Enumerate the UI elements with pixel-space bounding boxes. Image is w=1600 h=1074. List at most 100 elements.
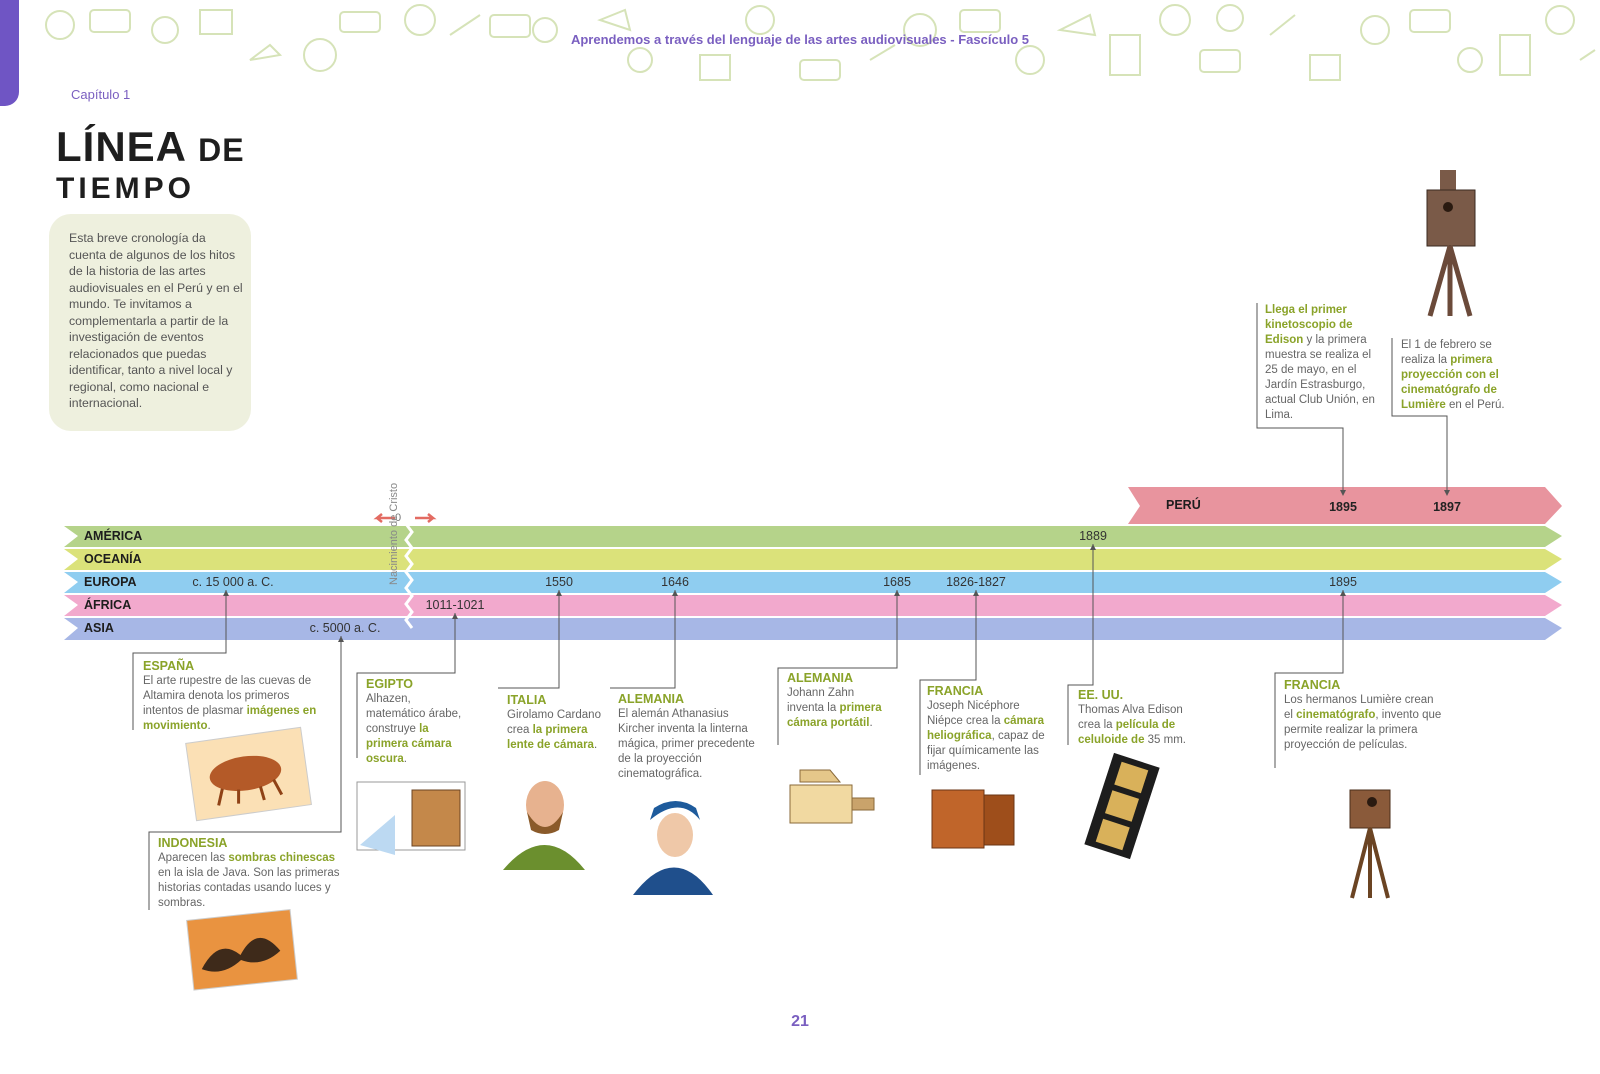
event-italia-highlight: la primera lente de cámara <box>507 724 594 751</box>
camera-obscura-image <box>356 781 466 855</box>
connector-peru1 <box>1256 303 1344 495</box>
cinematograph-top-image <box>1426 170 1476 317</box>
header-doodle-background <box>45 4 1596 81</box>
event-peru2-end: en el Perú. <box>1445 399 1505 411</box>
band-america <box>64 526 1562 547</box>
event-italia-country: ITALIA <box>507 693 547 707</box>
cave-painting-image <box>185 726 312 822</box>
era-arrow-left-icon <box>373 513 395 523</box>
page-title: LÍNEA DE TIEMPO <box>56 126 245 204</box>
event-egipto: EGIPTO Alhazen, matemático árabe, constr… <box>366 677 466 767</box>
event-italia: ITALIA Girolamo Cardano crea la primera … <box>507 693 607 753</box>
event-italia-end: . <box>593 739 598 751</box>
event-espana: ESPAÑA El arte rupestre de las cuevas de… <box>143 659 328 734</box>
cardano-portrait-image <box>503 781 585 870</box>
intro-text: Esta breve cronología da cuenta de algun… <box>69 231 243 410</box>
date-italia: 1550 <box>545 575 573 589</box>
event-francia2: FRANCIA Los hermanos Lumière crean el ci… <box>1284 678 1444 753</box>
row-label-europa: EUROPA <box>84 575 137 589</box>
intro-box: Esta breve cronología da cuenta de algun… <box>49 214 251 431</box>
band-europa <box>64 572 1562 593</box>
event-alemania2-text: Johann Zahn inventa la <box>787 687 855 714</box>
event-francia1: FRANCIA Joseph Nicéphore Niépce crea la … <box>927 684 1057 774</box>
event-peru2: El 1 de febrero se realiza la primera pr… <box>1401 338 1516 413</box>
row-label-america: AMÉRICA <box>84 529 143 543</box>
band-asia <box>64 618 1562 640</box>
era-label: Nacimiento de Cristo <box>388 482 400 585</box>
connector-indonesia <box>148 636 342 910</box>
row-label-asia: ASIA <box>84 621 114 635</box>
title-line1: LÍNEA <box>56 123 186 170</box>
title-line2: TIEMPO <box>56 172 196 205</box>
connector-espana <box>132 590 227 730</box>
band-peru <box>1128 487 1562 524</box>
kircher-portrait-image <box>633 801 713 895</box>
event-egipto-country: EGIPTO <box>366 677 414 691</box>
event-alemania2-country: ALEMANIA <box>787 671 853 685</box>
event-francia1-end: , capaz de fijar químicamente las imágen… <box>927 730 1045 772</box>
event-alemania2: ALEMANIA Johann Zahn inventa la primera … <box>787 671 892 731</box>
event-eeuu-end: 35 mm. <box>1144 734 1187 746</box>
event-alemania2-end: . <box>869 717 873 729</box>
event-francia1-text: Joseph Nicéphore Niépce crea la <box>927 700 1020 727</box>
event-francia2-text: Los hermanos Lumière crean el <box>1284 694 1434 721</box>
event-eeuu-text: Thomas Alva Edison crea la <box>1078 704 1183 731</box>
event-peru1-highlight: Llega el primer kinetoscopio de Edison <box>1265 304 1353 346</box>
date-peru2: 1897 <box>1433 500 1461 514</box>
header-title: Aprendemos a través del lenguaje de las … <box>570 32 1030 47</box>
date-indonesia: c. 5000 a. C. <box>309 621 381 635</box>
event-francia2-highlight: cinematógrafo <box>1296 709 1376 721</box>
cinematograph-image <box>1349 789 1391 899</box>
band-oceania <box>64 549 1562 570</box>
row-label-oceania: OCEANÍA <box>84 552 142 566</box>
date-alemania2: 1685 <box>883 575 911 589</box>
event-peru1-text: y la primera muestra se realiza el 25 de… <box>1265 334 1375 421</box>
event-indonesia-end: en la isla de Java. Son las primeras his… <box>158 867 340 909</box>
event-espana-end: . <box>207 720 211 732</box>
row-label-peru: PERÚ <box>1166 498 1201 512</box>
band-africa <box>64 595 1562 616</box>
date-alemania1: 1646 <box>661 575 689 589</box>
portable-camera-image <box>789 769 875 824</box>
date-eeuu: 1889 <box>1079 529 1107 543</box>
row-label-africa: ÁFRICA <box>84 598 132 612</box>
title-line1-small: DE <box>198 132 245 168</box>
event-egipto-text: Alhazen, matemático árabe, construye <box>366 693 462 735</box>
chapter-tab-marker <box>0 0 19 106</box>
date-peru1: 1895 <box>1329 500 1357 514</box>
event-alemania1-country: ALEMANIA <box>618 692 684 706</box>
connector-eeuu <box>1067 544 1094 745</box>
event-indonesia-highlight: sombras chinescas <box>228 852 336 864</box>
event-indonesia-country: INDONESIA <box>158 836 228 850</box>
event-italia-text: Girolamo Cardano crea <box>507 709 601 736</box>
event-francia1-country: FRANCIA <box>927 684 984 698</box>
connector-francia1 <box>919 590 977 775</box>
event-alemania1: ALEMANIA El alemán Athanasius Kircher in… <box>618 692 763 782</box>
event-egipto-highlight: la primera cámara oscura <box>366 723 452 765</box>
event-espana-highlight: imágenes en movimiento <box>143 705 317 732</box>
event-indonesia: INDONESIA Aparecen las sombras chinescas… <box>158 836 343 911</box>
event-eeuu-country: EE. UU. <box>1078 688 1124 702</box>
event-peru2-highlight: primera proyección con el cinematógrafo … <box>1401 354 1499 411</box>
event-espana-country: ESPAÑA <box>143 659 195 673</box>
event-indonesia-text: Aparecen las <box>158 852 229 864</box>
date-egipto: 1011-1021 <box>425 598 485 612</box>
connector-alemania1 <box>610 590 676 689</box>
heliographic-camera-image <box>931 789 1015 849</box>
event-alemania1-text: El alemán Athanasius Kircher inventa la … <box>618 708 755 780</box>
connector-egipto <box>356 613 456 758</box>
event-eeuu-highlight: película de celuloide de <box>1078 719 1176 746</box>
event-alemania2-highlight: primera cámara portátil <box>787 702 882 729</box>
connector-peru2 <box>1391 338 1448 495</box>
era-arrow-right-icon <box>415 513 437 523</box>
shadow-puppet-image <box>186 908 298 991</box>
connector-alemania2 <box>777 590 898 745</box>
connector-francia2 <box>1274 590 1344 768</box>
date-francia2: 1895 <box>1329 575 1357 589</box>
era-zero-label: 0 <box>395 512 402 524</box>
event-francia1-highlight: cámara heliográfica <box>927 715 1045 742</box>
event-peru2-text: El 1 de febrero se realiza la <box>1401 339 1492 366</box>
chapter-label: Capítulo 1 <box>71 87 131 102</box>
page-number: 21 <box>791 1013 809 1030</box>
